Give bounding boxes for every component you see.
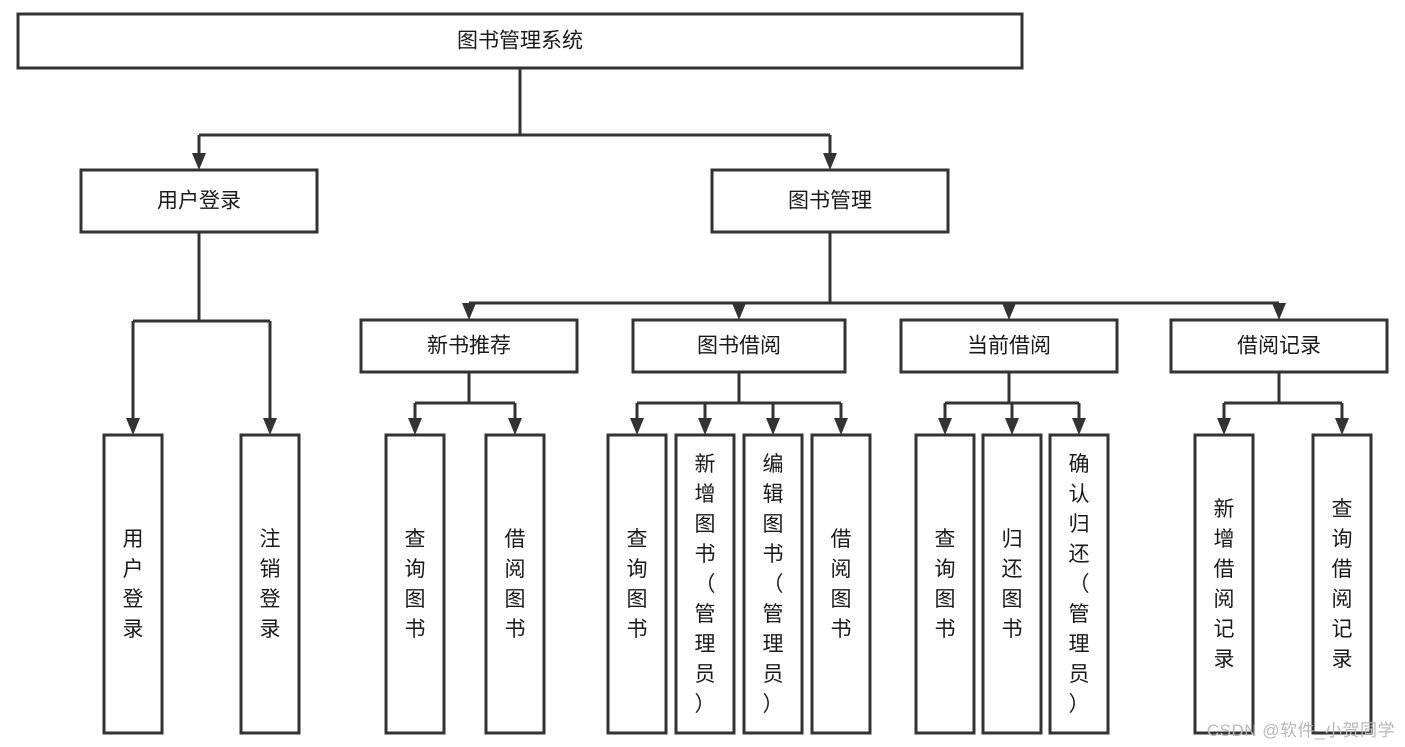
arrow-head-icon — [126, 418, 140, 435]
arrow-head-icon — [766, 418, 780, 435]
connector-group-user-login — [126, 232, 277, 435]
node-box-book-manage — [710, 168, 950, 234]
node-leaf-edit-book[interactable]: 编辑图书（管理员） — [742, 433, 804, 735]
node-box-leaf-user-logout — [239, 433, 301, 735]
node-box-leaf-add-book — [674, 433, 736, 735]
arrow-head-icon — [1272, 303, 1286, 320]
node-label-leaf-borrow-book-2: 借阅图书 — [831, 528, 852, 641]
node-label-leaf-add-book: 新增图书（管理员） — [695, 453, 716, 716]
node-box-leaf-edit-book — [742, 433, 804, 735]
node-label-leaf-user-login: 用户登录 — [123, 528, 144, 641]
node-label-new-book-rec: 新书推荐 — [427, 335, 511, 358]
arrow-head-icon — [1072, 418, 1086, 435]
node-box-user-login — [79, 168, 319, 234]
arrow-head-icon — [1335, 418, 1349, 435]
node-layer: 图书管理系统用户登录图书管理新书推荐图书借阅当前借阅借阅记录用户登录注销登录查询… — [16, 12, 1389, 735]
node-leaf-add-record[interactable]: 新增借阅记录 — [1193, 433, 1255, 735]
node-label-user-login: 用户登录 — [157, 190, 241, 213]
node-box-current-borrow — [899, 318, 1119, 374]
connector-group-root — [192, 68, 837, 170]
node-box-leaf-query-record — [1311, 433, 1373, 735]
node-label-book-borrow: 图书借阅 — [697, 335, 781, 358]
node-label-leaf-user-logout: 注销登录 — [260, 528, 281, 641]
node-leaf-return-book[interactable]: 归还图书 — [981, 433, 1043, 735]
connector-group-current-borrow — [938, 372, 1086, 435]
node-leaf-borrow-book-1[interactable]: 借阅图书 — [484, 433, 546, 735]
node-label-leaf-query-book-1: 查询图书 — [405, 528, 426, 641]
node-book-borrow[interactable]: 图书借阅 — [631, 318, 847, 374]
arrow-head-icon — [823, 153, 837, 170]
arrow-head-icon — [732, 303, 746, 320]
connector-group-borrow-record — [1217, 372, 1349, 435]
node-leaf-query-book-3[interactable]: 查询图书 — [914, 433, 976, 735]
node-leaf-add-book[interactable]: 新增图书（管理员） — [674, 433, 736, 735]
arrow-head-icon — [938, 418, 952, 435]
node-box-root — [16, 12, 1024, 70]
arrow-head-icon — [263, 418, 277, 435]
node-new-book-rec[interactable]: 新书推荐 — [359, 318, 579, 374]
node-leaf-query-book-1[interactable]: 查询图书 — [384, 433, 446, 735]
connector-group-new-book-rec — [408, 372, 522, 435]
node-box-leaf-query-book-1 — [384, 433, 446, 735]
node-leaf-confirm-return[interactable]: 确认归还（管理员） — [1048, 433, 1110, 735]
node-label-book-manage: 图书管理 — [788, 190, 872, 213]
node-box-book-borrow — [631, 318, 847, 374]
arrow-head-icon — [508, 418, 522, 435]
arrow-head-icon — [698, 418, 712, 435]
node-leaf-borrow-book-2[interactable]: 借阅图书 — [810, 433, 872, 735]
arrow-head-icon — [408, 418, 422, 435]
connector-layer — [126, 68, 1349, 435]
node-box-new-book-rec — [359, 318, 579, 374]
node-book-manage[interactable]: 图书管理 — [710, 168, 950, 234]
node-label-leaf-query-book-3: 查询图书 — [935, 528, 956, 641]
node-leaf-query-book-2[interactable]: 查询图书 — [606, 433, 668, 735]
node-label-leaf-confirm-return: 确认归还（管理员） — [1069, 453, 1090, 716]
node-label-leaf-borrow-book-1: 借阅图书 — [505, 528, 526, 641]
arrow-head-icon — [630, 418, 644, 435]
node-box-borrow-record — [1169, 318, 1389, 374]
connector-group-book-manage — [462, 232, 1286, 320]
node-label-leaf-query-record: 查询借阅记录 — [1332, 498, 1353, 671]
node-label-leaf-edit-book: 编辑图书（管理员） — [763, 453, 784, 716]
arrow-head-icon — [1217, 418, 1231, 435]
node-box-leaf-borrow-book-1 — [484, 433, 546, 735]
node-label-leaf-return-book: 归还图书 — [1002, 528, 1023, 641]
node-label-leaf-query-book-2: 查询图书 — [627, 528, 648, 641]
node-user-login[interactable]: 用户登录 — [79, 168, 319, 234]
node-leaf-user-login[interactable]: 用户登录 — [102, 433, 164, 735]
node-box-leaf-return-book — [981, 433, 1043, 735]
node-label-root: 图书管理系统 — [457, 30, 583, 53]
arrow-head-icon — [1002, 303, 1016, 320]
node-box-leaf-borrow-book-2 — [810, 433, 872, 735]
connector-group-book-borrow — [630, 372, 848, 435]
node-box-leaf-add-record — [1193, 433, 1255, 735]
node-box-leaf-query-book-2 — [606, 433, 668, 735]
node-leaf-user-logout[interactable]: 注销登录 — [239, 433, 301, 735]
arrow-head-icon — [462, 303, 476, 320]
node-leaf-query-record[interactable]: 查询借阅记录 — [1311, 433, 1373, 735]
node-label-borrow-record: 借阅记录 — [1237, 335, 1321, 358]
node-borrow-record[interactable]: 借阅记录 — [1169, 318, 1389, 374]
node-label-leaf-add-record: 新增借阅记录 — [1214, 498, 1235, 671]
node-box-leaf-query-book-3 — [914, 433, 976, 735]
node-root[interactable]: 图书管理系统 — [16, 12, 1024, 70]
arrow-head-icon — [834, 418, 848, 435]
arrow-head-icon — [192, 153, 206, 170]
node-box-leaf-confirm-return — [1048, 433, 1110, 735]
arrow-head-icon — [1005, 418, 1019, 435]
node-label-current-borrow: 当前借阅 — [967, 335, 1051, 358]
node-box-leaf-user-login — [102, 433, 164, 735]
node-current-borrow[interactable]: 当前借阅 — [899, 318, 1119, 374]
